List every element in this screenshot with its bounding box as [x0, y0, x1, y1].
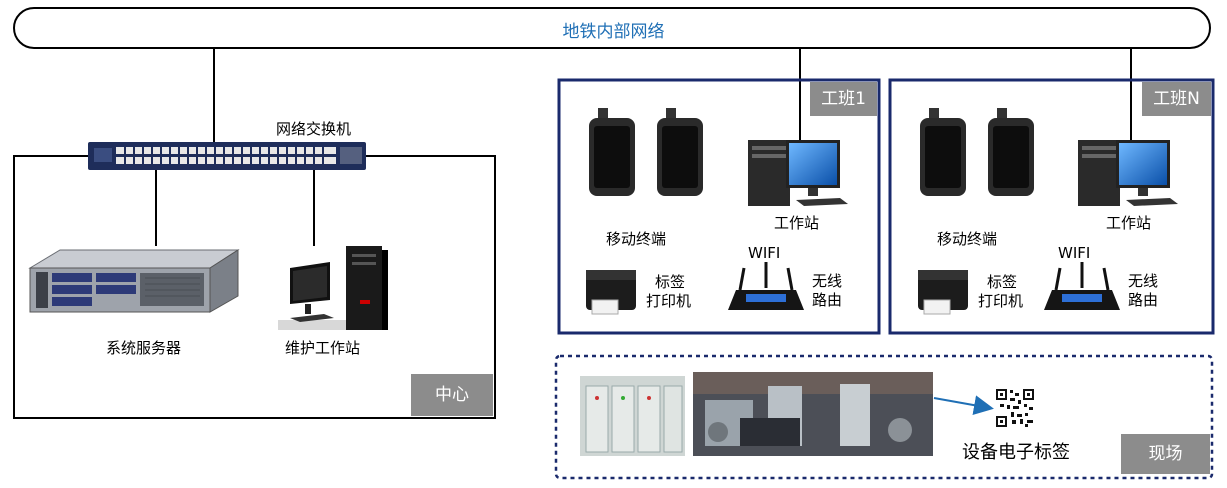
teamN-frame	[888, 78, 1215, 335]
switch-label: 网络交换机	[276, 120, 352, 138]
site-photo-cabinets	[580, 376, 685, 456]
center-tag: 中心	[411, 374, 493, 416]
team1-frame	[557, 78, 881, 335]
site-tag: 现场	[1121, 434, 1210, 474]
teamN-wireless-router-icon	[1044, 262, 1120, 310]
server-label: 系统服务器	[106, 339, 182, 357]
maintenance-workstation-icon	[278, 246, 388, 330]
teamN-printer-label-line2: 打印机	[978, 292, 1024, 310]
team1-router-label-line2: 路由	[812, 291, 843, 309]
teamN-router-label-line2: 路由	[1128, 291, 1159, 309]
teamN-label-printer-icon	[918, 270, 968, 315]
team1-printer-label-line1: 标签	[655, 273, 686, 291]
teamN-router-label-line1: 无线	[1128, 272, 1159, 290]
qr-code-icon	[996, 389, 1034, 427]
site-frame	[554, 354, 1214, 480]
network-switch-icon	[88, 142, 366, 170]
server-icon	[28, 249, 240, 313]
site-photo-equipment	[693, 372, 933, 456]
team1-workstation-label: 工作站	[774, 214, 820, 232]
team1-tag: 工班1	[810, 82, 877, 116]
team1-printer-label-line2: 打印机	[646, 292, 692, 310]
teamN-workstation-icon	[1078, 140, 1178, 206]
device-electronic-tag-label: 设备电子标签	[962, 442, 1070, 463]
team1-wifi-label: WIFI	[748, 244, 781, 262]
team1-router-label-line1: 无线	[812, 272, 843, 290]
teamN-printer-label-line1: 标签	[987, 273, 1018, 291]
teamN-mobile-terminal-icon	[920, 108, 1034, 196]
teamN-wifi-label: WIFI	[1058, 244, 1091, 262]
teamN-tag: 工班N	[1142, 82, 1211, 116]
maintenance-workstation-label: 维护工作站	[285, 339, 361, 357]
network-bar	[13, 7, 1211, 49]
team1-wireless-router-icon	[728, 262, 804, 310]
team1-workstation-icon	[748, 140, 848, 206]
network-bar-label: 地铁内部网络	[562, 22, 665, 42]
team1-mobile-label: 移动终端	[606, 230, 667, 248]
team1-mobile-terminal-icon	[589, 108, 703, 196]
site-arrow	[933, 395, 994, 416]
teamN-mobile-label: 移动终端	[937, 230, 998, 248]
team1-label-printer-icon	[586, 270, 636, 315]
teamN-workstation-label: 工作站	[1106, 214, 1152, 232]
